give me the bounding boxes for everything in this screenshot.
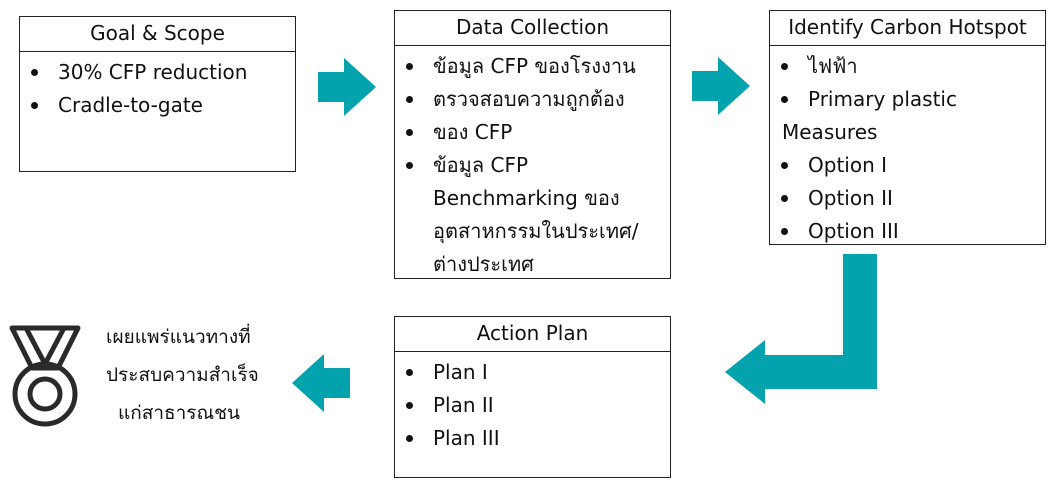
left-arrow-icon — [292, 354, 350, 412]
outcome-line: เผยแพร่แนวทางที่ — [106, 326, 251, 348]
right-arrow-icon — [692, 57, 750, 115]
medal-icon — [9, 325, 81, 427]
goal-item: 30% CFP reduction — [20, 56, 295, 89]
carbon-hotspot-title: Identify Carbon Hotspot — [770, 11, 1045, 46]
carbon-hotspot-box: Identify Carbon Hotspot ไฟฟ้า Primary pl… — [769, 10, 1046, 245]
action-plan-item: Plan III — [395, 422, 670, 455]
data-collection-item: ตรวจสอบความถูกต้อง — [395, 83, 670, 116]
outcome-line: ประสบความสำเร็จ — [106, 364, 259, 386]
goal-item: Cradle-to-gate — [20, 89, 295, 122]
data-collection-item-cont: ของ CFP — [395, 116, 670, 149]
data-collection-title: Data Collection — [395, 11, 670, 46]
outcome-caption: เผยแพร่แนวทางที่ ประสบความสำเร็จ แก่สาธา… — [106, 318, 259, 432]
right-arrow-icon — [318, 58, 376, 116]
hotspot-option: Option II — [770, 182, 1045, 215]
action-plan-box: Action Plan Plan I Plan II Plan III — [394, 316, 671, 478]
measures-label: Measures — [782, 120, 878, 144]
elbow-arrow-icon — [725, 254, 877, 404]
goal-scope-title: Goal & Scope — [20, 17, 295, 52]
hotspot-item: Primary plastic — [770, 83, 1045, 116]
data-collection-item-cont: Benchmarking ของ — [433, 186, 620, 210]
data-collection-item-cont: ต่างประเทศ — [433, 252, 534, 276]
hotspot-option: Option I — [770, 149, 1045, 182]
data-collection-item: ข้อมูล CFP — [395, 149, 670, 182]
data-collection-item: ข้อมูล CFP ของโรงงาน — [395, 50, 670, 83]
goal-scope-box: Goal & Scope 30% CFP reduction Cradle-to… — [19, 16, 296, 172]
action-plan-item: Plan II — [395, 389, 670, 422]
hotspot-option: Option III — [770, 215, 1045, 248]
data-collection-item-cont: อุตสาหกรรมในประเทศ/ — [433, 219, 639, 243]
hotspot-item: ไฟฟ้า — [770, 50, 1045, 83]
outcome-line: แก่สาธารณชน — [118, 402, 240, 424]
action-plan-title: Action Plan — [395, 317, 670, 352]
action-plan-item: Plan I — [395, 356, 670, 389]
data-collection-box: Data Collection ข้อมูล CFP ของโรงงาน ตรว… — [394, 10, 671, 279]
